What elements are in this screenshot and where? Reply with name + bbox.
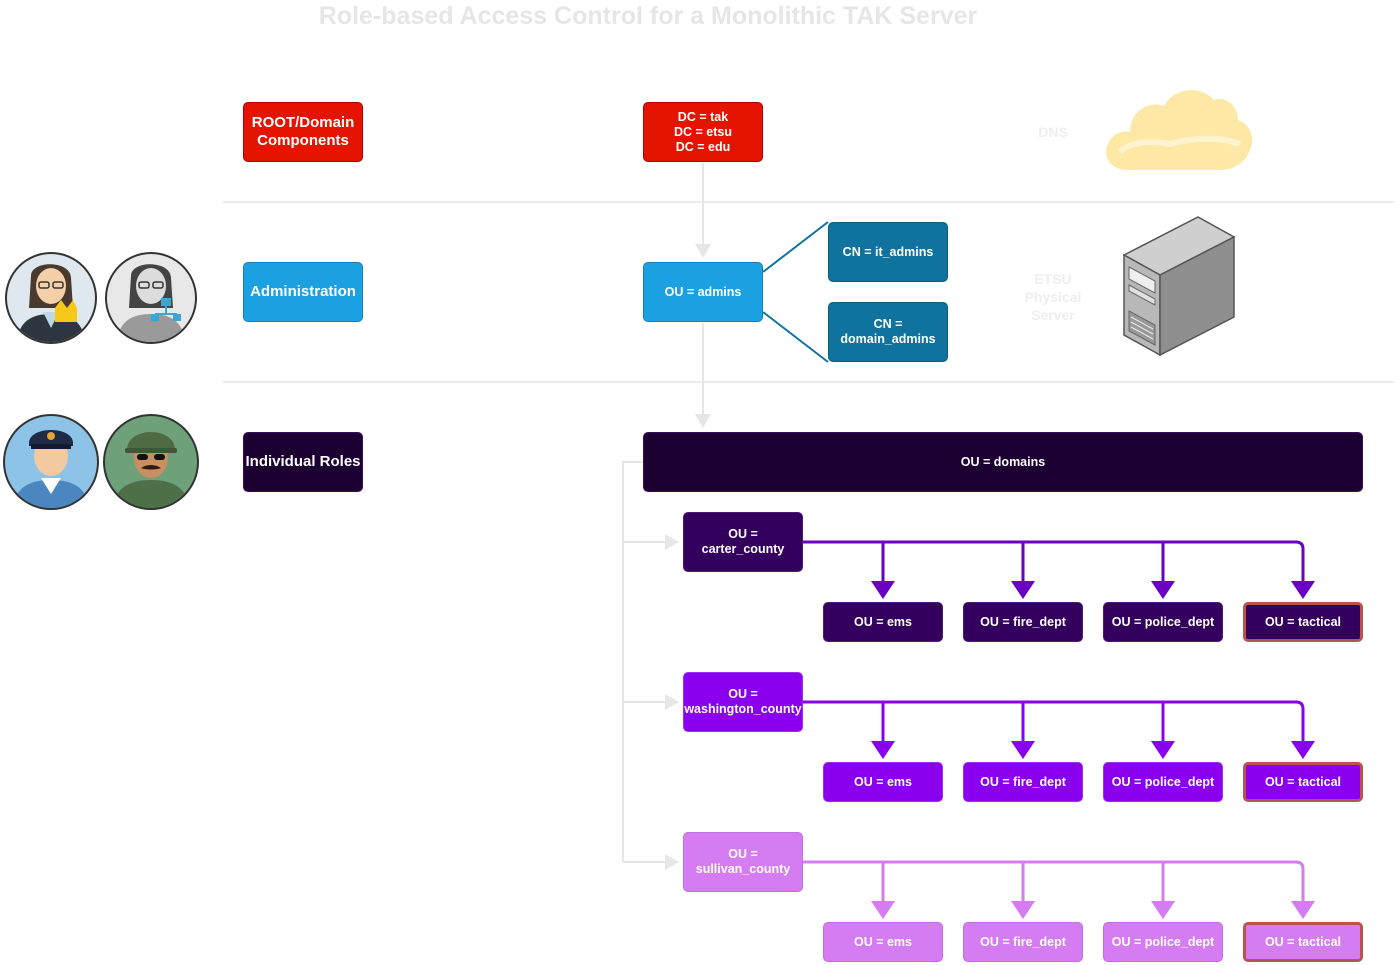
diagram-title: Role-based Access Control for a Monolith…	[318, 2, 978, 30]
cloud-icon	[1106, 89, 1253, 170]
unit-node: OU = police_dept	[1103, 922, 1223, 962]
county-node: OU = washington_county	[683, 672, 803, 732]
unit-node: OU = fire_dept	[963, 762, 1083, 802]
tactical-node: OU = tactical	[1243, 922, 1363, 962]
tactical-node: OU = tactical	[1243, 762, 1363, 802]
carter-branch	[803, 540, 1315, 599]
unit-node: OU = police_dept	[1103, 602, 1223, 642]
tactical-node: OU = tactical	[1243, 602, 1363, 642]
unit-node: OU = fire_dept	[963, 922, 1083, 962]
police-officer-icon	[3, 414, 99, 510]
unit-node: OU = police_dept	[1103, 762, 1223, 802]
server-tower-icon	[1122, 216, 1236, 357]
admin-woman-icon	[5, 252, 97, 344]
roles-row-label: Individual Roles	[243, 432, 363, 492]
admin-row-label: Administration	[243, 262, 363, 322]
domain-admins-node: CN = domain_admins	[828, 302, 948, 362]
domains-node: OU = domains	[643, 432, 1363, 492]
network-admin-woman-icon	[105, 252, 197, 344]
it-admins-node: CN = it_admins	[828, 222, 948, 282]
dns-label: DNS	[1038, 124, 1068, 140]
unit-node: OU = ems	[823, 762, 943, 802]
admins-to-domainadmins-line	[762, 311, 829, 363]
county-node: OU = carter_county	[683, 512, 803, 572]
sullivan-branch	[803, 860, 1315, 919]
admins-to-it-line	[762, 221, 829, 273]
county-node: OU = sullivan_county	[683, 832, 803, 892]
soldier-icon	[103, 414, 199, 510]
dc-node: DC = tak DC = etsu DC = edu	[643, 102, 763, 162]
root-row-label: ROOT/Domain Components	[243, 102, 363, 162]
unit-node: OU = ems	[823, 922, 943, 962]
unit-node: OU = fire_dept	[963, 602, 1083, 642]
domains-trunk	[622, 461, 643, 862]
admins-node: OU = admins	[643, 262, 763, 322]
server-label: ETSU Physical Server	[1024, 271, 1082, 324]
washington-branch	[803, 700, 1315, 759]
unit-node: OU = ems	[823, 602, 943, 642]
